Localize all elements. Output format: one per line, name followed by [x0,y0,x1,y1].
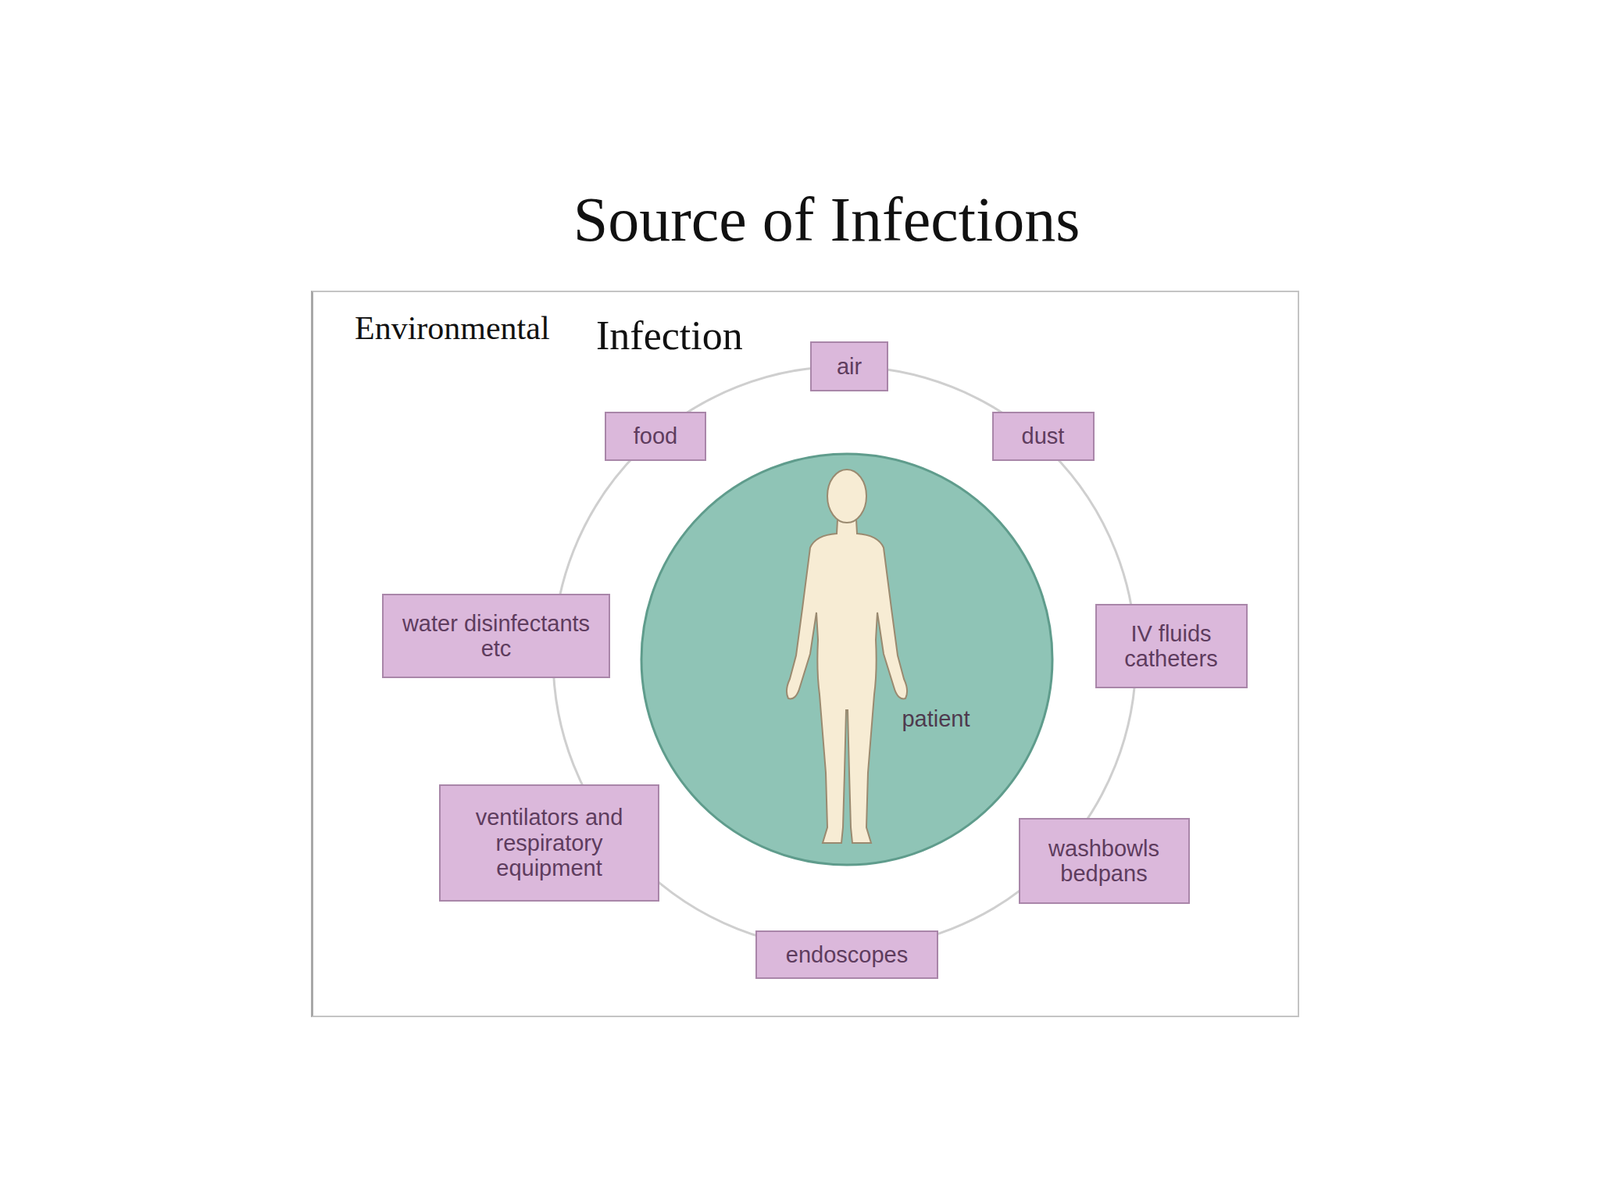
box-label: washbowls bedpans [1029,835,1179,887]
patient-circle: patient [639,452,1054,867]
box-content: food [633,423,678,449]
region-frame: Environmental Infection air food dust patient… [310,290,1300,1018]
frame-heading: Infection [596,312,743,359]
circle-outline [639,452,1054,867]
box-content: washbowls bedpans [1029,835,1179,887]
figure-body [786,519,908,843]
diagram-title: Source of Infections [573,184,1081,256]
box-label: dust [1021,423,1065,449]
source-box: dust [992,411,1095,461]
source-box: ventilators and respiratory equipment [439,784,660,902]
box-label: IV fluids catheters [1106,621,1237,672]
box-label: endoscopes [785,942,908,968]
box-content: air [836,353,862,379]
source-box: food [604,411,707,461]
box-label: air [836,353,862,379]
frame-heading: Environmental [354,309,550,347]
circle-fill [641,453,1053,865]
source-box: air [810,341,889,392]
box-content: endoscopes [785,942,908,968]
source-box: endoscopes [755,930,939,979]
box-content: IV fluids catheters [1106,621,1237,672]
source-box: water disinfectants etc [382,593,611,679]
box-content: water disinfectants etc [392,610,600,662]
box-label: food [633,423,678,449]
source-box: washbowls bedpans [1018,817,1190,904]
circle-label: patient [901,706,970,733]
figure-head [827,469,867,523]
box-label: ventilators and respiratory equipment [450,804,649,881]
box-content: ventilators and respiratory equipment [450,804,649,881]
source-box: IV fluids catheters [1095,603,1248,689]
box-label: water disinfectants etc [392,610,600,662]
box-content: dust [1021,423,1065,449]
